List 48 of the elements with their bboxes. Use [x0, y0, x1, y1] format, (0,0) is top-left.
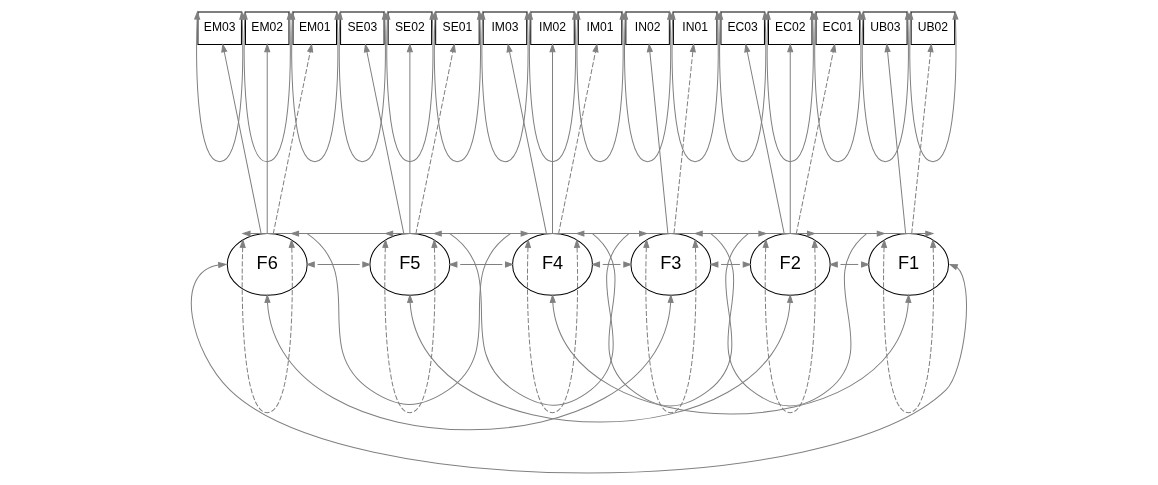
arrow	[406, 43, 414, 234]
node-box: EC03	[720, 11, 765, 45]
node-ellipse: F5	[369, 233, 451, 296]
node-box: SE01	[435, 11, 480, 45]
arrow	[762, 238, 818, 414]
arrow	[643, 238, 699, 414]
arrow	[884, 43, 907, 234]
arrow	[549, 293, 912, 415]
arrow	[744, 43, 785, 235]
node-box: SE03	[340, 11, 385, 45]
node-box: EC02	[768, 11, 813, 45]
arrow	[406, 293, 794, 423]
node-ellipse: F3	[630, 233, 712, 296]
arrow	[448, 261, 515, 268]
node-ellipse: F6	[226, 233, 308, 296]
node-ellipse: F2	[749, 233, 831, 296]
node-box: IM02	[530, 11, 575, 45]
arrow	[549, 43, 556, 234]
node-box: IM03	[482, 11, 528, 45]
arrow	[709, 261, 752, 268]
node-box: EM03	[197, 11, 242, 45]
arrow	[558, 43, 599, 235]
arrow	[907, 10, 959, 163]
node-box: IN01	[672, 11, 718, 45]
node-box: SE02	[387, 11, 433, 45]
arrow	[673, 43, 696, 234]
node-box: IM01	[577, 11, 623, 45]
node-ellipse: F4	[512, 233, 593, 296]
arrow	[221, 43, 262, 235]
arrow	[382, 238, 438, 414]
arrow	[524, 238, 581, 414]
arrow	[828, 261, 871, 268]
arrow	[646, 43, 669, 234]
arrow	[264, 43, 271, 234]
arrow	[880, 238, 937, 414]
arrow	[264, 293, 674, 431]
arrow	[239, 238, 295, 414]
node-box: UB03	[863, 11, 908, 45]
node-ellipse: F1	[868, 233, 950, 296]
node-box: UB02	[910, 11, 956, 45]
node-box: IN02	[625, 11, 670, 45]
arrow	[911, 43, 934, 234]
arrow	[305, 261, 372, 268]
arrow	[787, 43, 794, 234]
arrow	[363, 43, 405, 235]
node-box: EM02	[244, 11, 290, 45]
node-box: EM01	[292, 11, 338, 45]
node-box: EC01	[815, 11, 861, 45]
